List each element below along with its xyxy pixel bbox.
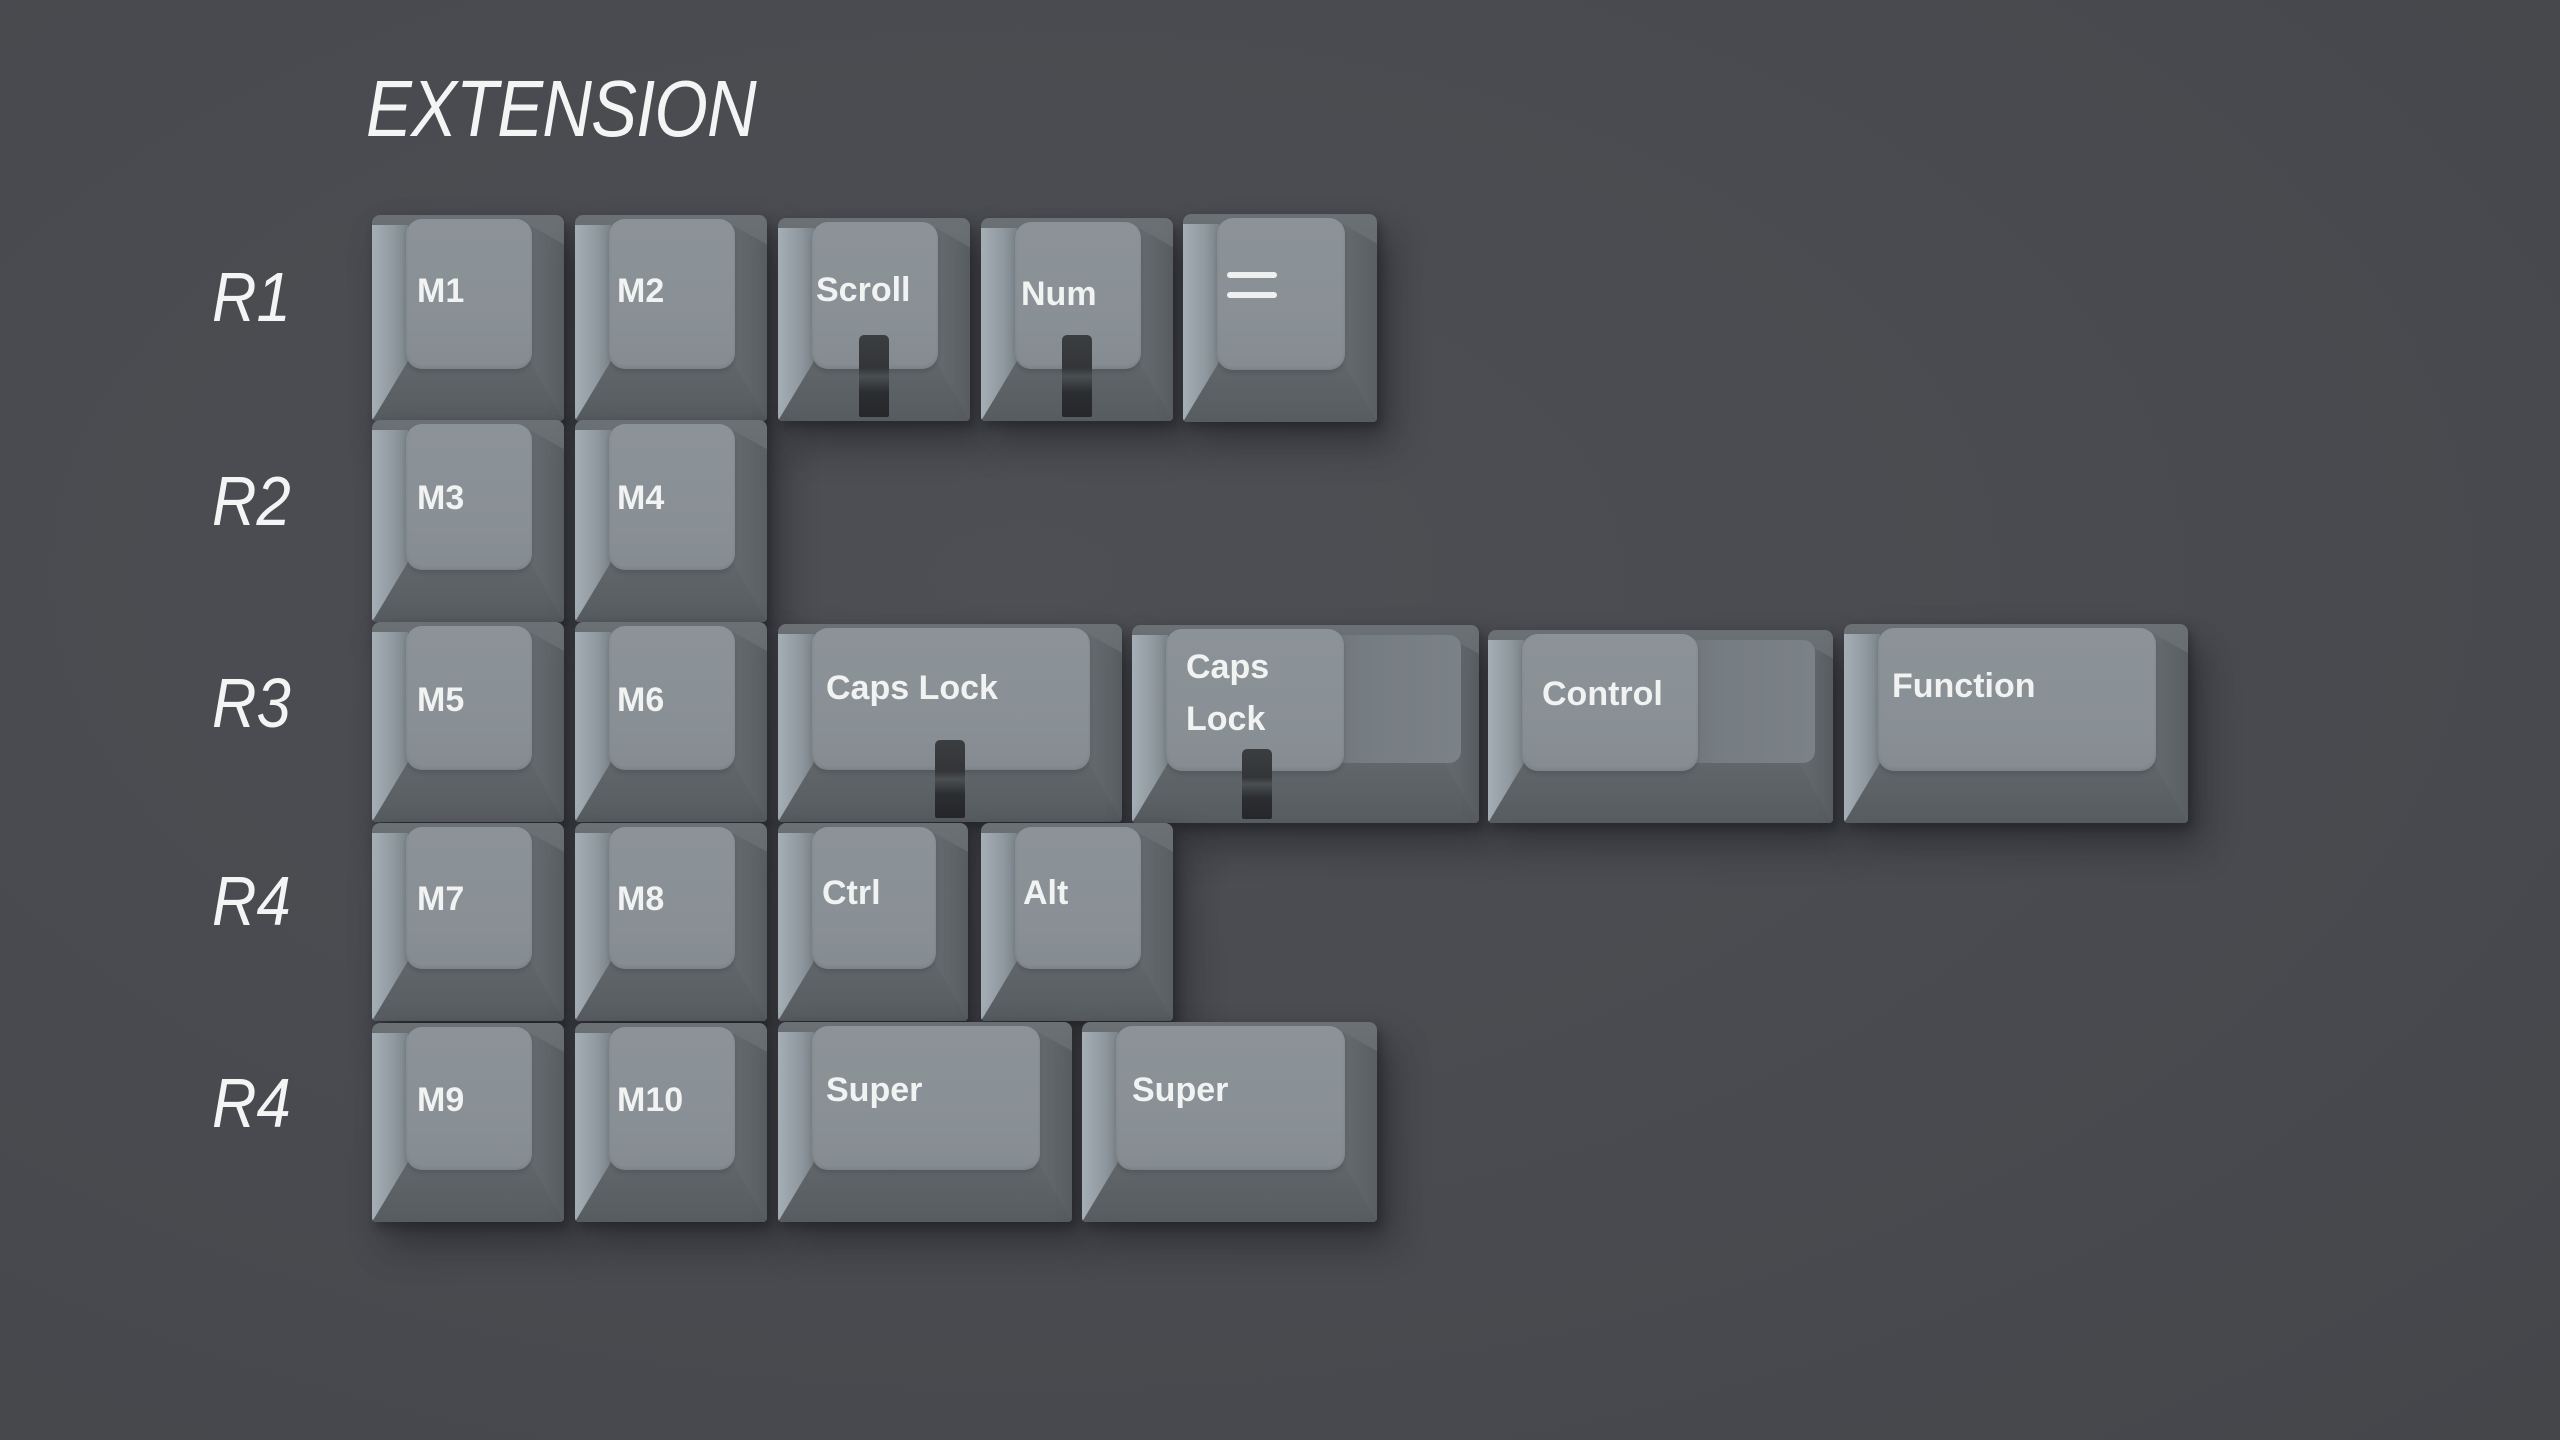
keycap-bevel [575, 1162, 767, 1222]
keycap-bevel [372, 762, 564, 822]
keycap-bevel [1183, 362, 1377, 422]
keycap-scroll[interactable]: Scroll [778, 218, 970, 421]
key-legend: M1 [417, 272, 465, 310]
keycap-face [1015, 827, 1141, 969]
keycap-m5[interactable]: M5 [372, 622, 564, 822]
key-legend-line2: Lock [1186, 700, 1266, 738]
key-legend: M7 [417, 880, 465, 918]
keycap-super-right[interactable]: Super [1082, 1022, 1377, 1222]
keycap-bevel [575, 562, 767, 622]
keycap-m1[interactable]: M1 [372, 215, 564, 421]
key-legend: Alt [1023, 874, 1069, 912]
keycap-super-left[interactable]: Super [778, 1022, 1072, 1222]
keycap-m8[interactable]: M8 [575, 823, 767, 1021]
keycap-bevel [778, 961, 968, 1021]
led-window-icon [859, 335, 889, 417]
key-legend: M3 [417, 479, 465, 517]
keycap-m6[interactable]: M6 [575, 622, 767, 822]
key-legend: Super [1132, 1071, 1229, 1109]
keycap-face [1878, 628, 2156, 771]
row-label-r2: R2 [212, 462, 291, 540]
keycap-bevel [372, 562, 564, 622]
keycap-num[interactable]: Num [981, 218, 1173, 421]
key-legend: Scroll [816, 271, 911, 309]
keycap-face [406, 424, 532, 570]
equals-bar [1227, 292, 1277, 298]
keycap-m7[interactable]: M7 [372, 823, 564, 1021]
keycap-bevel [575, 762, 767, 822]
led-window-icon [935, 740, 965, 818]
keycap-caps-lock-stepped[interactable]: Caps Lock [1132, 625, 1479, 823]
keycap-bevel [372, 961, 564, 1021]
keycap-m9[interactable]: M9 [372, 1023, 564, 1222]
keycap-face [609, 827, 735, 969]
keycap-bevel [575, 361, 767, 421]
key-legend-line1: Caps [1186, 648, 1270, 686]
key-legend: M9 [417, 1081, 465, 1119]
row-label-r4-second: R4 [212, 1064, 291, 1142]
keycap-bevel [575, 961, 767, 1021]
page-title: EXTENSION [366, 64, 757, 153]
keycap-face [1522, 634, 1698, 771]
keycap-face [1116, 1026, 1345, 1170]
keycap-bevel [778, 1162, 1072, 1222]
key-legend: M6 [617, 681, 665, 719]
keycap-bevel [372, 1162, 564, 1222]
key-legend: M10 [617, 1081, 684, 1119]
keycap-caps-lock[interactable]: Caps Lock [778, 624, 1122, 822]
row-label-r4: R4 [212, 862, 291, 940]
keycap-m3[interactable]: M3 [372, 420, 564, 622]
key-legend: M5 [417, 681, 465, 719]
row-label-r3: R3 [212, 664, 291, 742]
key-legend: M4 [617, 479, 665, 517]
keycap-alt[interactable]: Alt [981, 823, 1173, 1021]
key-legend: Num [1021, 275, 1097, 313]
keycap-ctrl[interactable]: Ctrl [778, 823, 968, 1021]
key-legend: Caps Lock [826, 669, 998, 707]
led-window-icon [1062, 335, 1092, 417]
key-legend: Super [826, 1071, 923, 1109]
keycap-step [1676, 640, 1815, 763]
keycap-face [609, 219, 735, 369]
keycap-face [1166, 629, 1344, 771]
keycap-bevel [1844, 763, 2188, 823]
keycap-face [812, 827, 936, 969]
keycap-control-stepped[interactable]: Control [1488, 630, 1833, 823]
equals-bar [1227, 272, 1277, 278]
keycap-face [406, 1027, 532, 1170]
key-legend: Control [1542, 675, 1663, 713]
keycap-function[interactable]: Function [1844, 624, 2188, 823]
keycap-bevel [1082, 1162, 1377, 1222]
keycap-face [609, 626, 735, 770]
keycap-m2[interactable]: M2 [575, 215, 767, 421]
key-legend: M2 [617, 272, 665, 310]
keycap-face [812, 1026, 1040, 1170]
keycap-bevel [1132, 763, 1479, 823]
keycap-face [609, 424, 735, 570]
keycap-m4[interactable]: M4 [575, 420, 767, 622]
key-legend: M8 [617, 880, 665, 918]
keycap-bevel [1488, 763, 1833, 823]
row-label-r1: R1 [212, 258, 291, 336]
led-window-icon [1242, 749, 1272, 819]
keycap-face [406, 626, 532, 770]
keycap-bevel [981, 961, 1173, 1021]
keycap-bevel [372, 361, 564, 421]
keycap-face [406, 219, 532, 369]
keycap-face [406, 827, 532, 969]
keycap-equals[interactable] [1183, 214, 1377, 422]
keycap-m10[interactable]: M10 [575, 1023, 767, 1222]
keycap-face [609, 1027, 735, 1170]
key-legend: Function [1892, 667, 2036, 705]
key-legend: Ctrl [822, 874, 881, 912]
keycap-step [1322, 635, 1461, 763]
